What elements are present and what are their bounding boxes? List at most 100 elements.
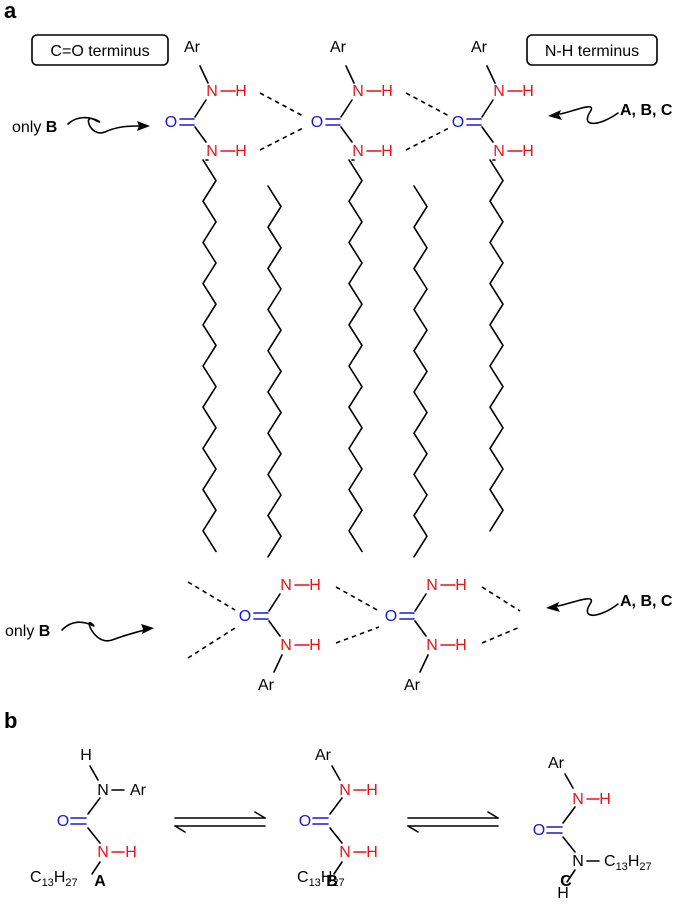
n-upper: N: [280, 577, 292, 594]
co-terminus-label: C=O terminus: [50, 43, 149, 60]
alkyl-label: C13H27: [604, 853, 652, 873]
c-n-bond-lower: [340, 126, 353, 143]
h-lower: H: [455, 637, 467, 654]
arrowhead: [141, 624, 154, 634]
n-c-bond-upper: [268, 593, 281, 612]
only-text: only: [12, 119, 46, 136]
h-lower: H: [381, 143, 393, 160]
equilibrium-a-b: [174, 811, 266, 833]
hbond-4: [405, 126, 452, 151]
n-ar-bond: [273, 654, 283, 673]
o-label: O: [299, 813, 311, 830]
ar-label: Ar: [258, 677, 275, 694]
n-c-bond-upper: [414, 593, 427, 612]
nh-terminus-label: N-H terminus: [545, 43, 639, 60]
arrow-abc-bottom: [546, 598, 619, 617]
alkyl-chains: [202, 159, 504, 558]
arrows: [61, 106, 619, 833]
b-text: B: [46, 119, 58, 136]
c-n-bond-lower: [268, 620, 281, 637]
h-n-bond: [89, 765, 99, 781]
h-upper: H: [455, 577, 467, 594]
hbond-7: [335, 586, 380, 612]
only-b-bottom: only B: [5, 623, 50, 640]
h-lower: H: [125, 844, 137, 861]
n-h-bond: [566, 869, 576, 883]
ar-n-bond: [331, 765, 341, 781]
ar-label: Ar: [184, 39, 201, 56]
arrow-shaft: [557, 598, 619, 617]
hbond-5: [187, 581, 236, 611]
hbond-10: [481, 626, 521, 644]
alkyl-label: C13H27: [297, 869, 345, 889]
arrow-abc-top: [548, 106, 619, 125]
ar-label: Ar: [130, 782, 147, 799]
o-label: O: [57, 813, 69, 830]
reverse-head: [407, 825, 419, 833]
hbond-6: [187, 627, 236, 659]
chain-5: [489, 159, 504, 532]
hbond-8: [335, 626, 380, 644]
ar-label: Ar: [404, 677, 421, 694]
compound-b-label: B: [326, 873, 338, 890]
abc-top: A, B, C: [620, 102, 673, 119]
alkyl-label: C13H27: [30, 869, 78, 889]
c-n-bond: [87, 827, 101, 844]
ar-label: Ar: [548, 755, 565, 772]
ar-n-bond: [486, 65, 496, 84]
c-n-bond: [562, 836, 576, 853]
c-n-bond-lower: [194, 126, 207, 143]
h-lower: H: [309, 637, 321, 654]
n-lower: N: [206, 143, 218, 160]
n-upper: N: [426, 577, 438, 594]
n-c-bond: [329, 797, 343, 815]
h-lower: H: [366, 844, 378, 861]
c-n-bond-lower: [481, 126, 494, 143]
n-lower: N: [493, 143, 505, 160]
abc-bottom: A, B, C: [620, 593, 673, 610]
n-lower: N: [352, 143, 364, 160]
hbond-2: [259, 126, 306, 151]
h-upper: H: [381, 83, 393, 100]
ar-n-bond: [564, 773, 574, 789]
n-c-bond-upper: [481, 99, 494, 118]
n-c-bond-upper: [340, 99, 353, 118]
arrowhead: [548, 110, 562, 120]
ar-n-bond: [345, 65, 355, 84]
n-upper: N: [97, 782, 109, 799]
o-label: O: [533, 822, 545, 839]
n-upper: N: [339, 782, 351, 799]
chain-3: [348, 159, 363, 553]
hbond-1: [259, 92, 306, 118]
h-upper: H: [309, 577, 321, 594]
arrow-only-b-top: [67, 116, 150, 134]
n-r-bond: [333, 861, 343, 875]
o-label: O: [239, 608, 251, 625]
o-label: O: [311, 114, 323, 131]
arrow-only-b-bottom: [61, 621, 154, 642]
n-r-bond: [91, 861, 101, 875]
n-lower: N: [426, 637, 438, 654]
n-c-bond-upper: [194, 99, 207, 118]
n-upper: N: [493, 83, 505, 100]
forward-head: [254, 811, 266, 819]
h-label: H: [80, 747, 92, 764]
forward-head: [487, 811, 499, 819]
o-label: O: [385, 608, 397, 625]
n-c-bond: [562, 806, 576, 824]
h-upper: H: [522, 83, 534, 100]
h-upper: H: [599, 791, 611, 808]
ar-label: Ar: [330, 39, 347, 56]
o-label: O: [452, 114, 464, 131]
hbond-3: [405, 92, 452, 118]
n-ar-bond: [419, 654, 429, 673]
ar-label: Ar: [471, 39, 488, 56]
ar-n-bond: [199, 65, 209, 84]
h-lower: H: [522, 143, 534, 160]
